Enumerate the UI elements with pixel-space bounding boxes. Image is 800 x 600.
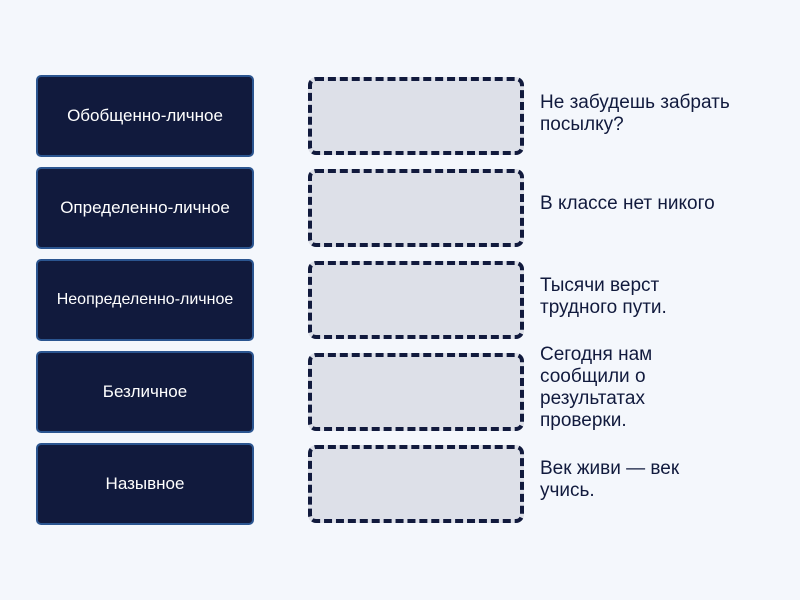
sentence-5: Век живи — век учись. <box>540 458 680 501</box>
sentence-2: В классе нет никого <box>540 193 715 214</box>
sentence-4: Сегодня нам сообщили о результатах прове… <box>540 344 653 431</box>
drop-zone-4[interactable] <box>308 353 524 431</box>
tile-5[interactable]: Назывное <box>36 443 254 525</box>
drop-zone-1[interactable] <box>308 77 524 155</box>
tile-1[interactable]: Обобщенно-личное <box>36 75 254 157</box>
tile-2[interactable]: Определенно-личное <box>36 167 254 249</box>
drop-zone-5[interactable] <box>308 445 524 523</box>
drop-zone-2[interactable] <box>308 169 524 247</box>
sentence-1: Не забудешь забрать посылку? <box>540 92 730 135</box>
sentence-3: Тысячи верст трудного пути. <box>540 275 667 318</box>
tile-4[interactable]: Безличное <box>36 351 254 433</box>
tile-3[interactable]: Неопределенно-личное <box>36 259 254 341</box>
drop-zone-3[interactable] <box>308 261 524 339</box>
